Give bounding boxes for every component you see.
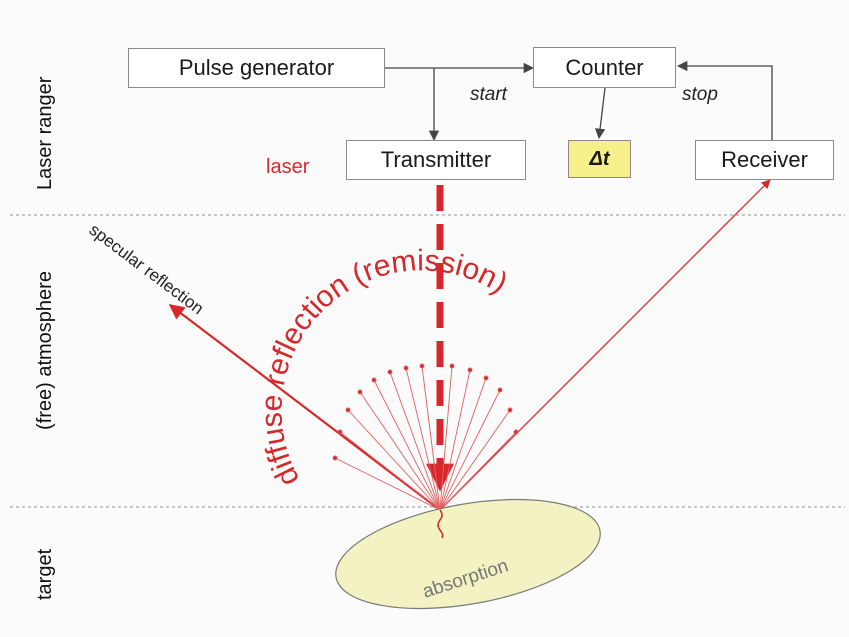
- diffuse-reflection-label: diffuse reflection (remission): [255, 244, 513, 491]
- counter-to-delta-line: [594, 87, 606, 140]
- section-label-laser-ranger: Laser ranger: [34, 76, 56, 190]
- stop-label: stop: [682, 84, 718, 105]
- counter-box: Counter: [533, 47, 676, 88]
- receiver-return-ray: [439, 179, 771, 511]
- absorption-squiggle: [437, 509, 444, 539]
- section-label-target: target: [34, 548, 56, 600]
- diffuse-fan: [332, 363, 519, 511]
- start-label: start: [470, 84, 507, 105]
- transmitter-box: Transmitter: [346, 140, 526, 180]
- specular-reflection-ray: [168, 304, 441, 511]
- section-label-atmosphere: (free) atmosphere: [34, 271, 56, 430]
- laser-label: laser: [266, 156, 310, 178]
- receiver-to-counter-line: [676, 60, 773, 140]
- delta-t-box: Δt: [568, 140, 631, 178]
- receiver-box: Receiver: [695, 140, 834, 180]
- pulse-generator-box: Pulse generator: [128, 48, 385, 88]
- specular-reflection-label: specular reflection: [86, 220, 208, 318]
- target-surface: [335, 498, 601, 610]
